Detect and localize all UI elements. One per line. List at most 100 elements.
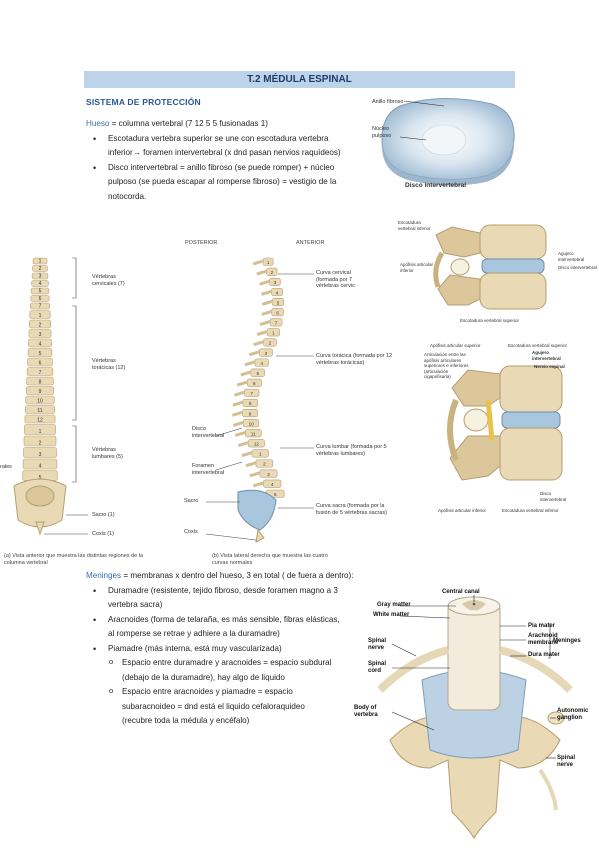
spinous-process xyxy=(256,330,268,337)
disc-label-anillo: Anillo fibroso xyxy=(372,99,404,105)
label-central-canal: Central canal xyxy=(442,589,480,595)
vertebra-number: 1 xyxy=(39,313,42,319)
meninges-lead: Meninges xyxy=(86,571,122,580)
side-vertebra-number: 10 xyxy=(249,421,255,426)
meninges-list: Duramadre (resistente, tejido fibroso, d… xyxy=(86,584,346,729)
front-vertebra xyxy=(23,447,57,458)
spinous-process xyxy=(232,420,244,427)
front-vertebra xyxy=(28,338,52,348)
list-item: Escotadura vertebra superior se une con … xyxy=(86,132,358,161)
side-label-sacro: Sacro xyxy=(184,498,199,504)
vertebra-number: 10 xyxy=(37,399,43,405)
caption-a: (a) Vista anterior que muestra las disti… xyxy=(4,553,143,566)
side-vertebra-number: 11 xyxy=(251,431,256,436)
vertebra-number: 11 xyxy=(37,408,42,414)
front-vertebra xyxy=(22,458,58,470)
side-vertebra-number: 6 xyxy=(276,310,279,315)
front-vertebra xyxy=(24,414,56,424)
spinous-process xyxy=(236,380,248,387)
vertebra-number: 1 xyxy=(39,429,42,435)
front-vertebra xyxy=(30,287,50,295)
side-vertebra-number: 2 xyxy=(263,462,266,467)
disc-label-nucleo: Núcleo pulposo xyxy=(372,126,392,139)
spinous-process xyxy=(252,259,264,266)
front-label-sacro: Sacro (1) xyxy=(92,512,115,518)
front-vertebra xyxy=(32,257,48,265)
sub-list-item: Espacio entre duramadre y aracnoides = e… xyxy=(108,655,334,685)
lateral-vertebrae-top-figure xyxy=(433,224,547,310)
list-item: Piamadre (más interna, está muy vascular… xyxy=(86,642,346,729)
front-label-lumbar: Vértebras lumbares (5) xyxy=(92,447,123,460)
front-label-toracic: Vértebras torácicas (12) xyxy=(92,358,126,371)
spinous-process xyxy=(261,289,272,296)
vertebra-number: 3 xyxy=(39,274,42,280)
label-dura-mater: Dura mater xyxy=(528,652,560,658)
label-arachnoid: Arachnoid membrane xyxy=(528,633,559,646)
side-vertebra-number: 2 xyxy=(271,270,274,275)
disc-figure xyxy=(381,98,515,186)
front-vertebra xyxy=(25,395,55,405)
vertebra-number: 3 xyxy=(39,332,42,338)
front-label-cut: rales xyxy=(0,464,12,470)
label-meninges: Meninges xyxy=(553,638,581,644)
front-vertebra xyxy=(30,295,50,302)
front-vertebra xyxy=(27,357,53,367)
bottom-fig-label-6: Apófisis articular inferior xyxy=(438,508,487,513)
front-label-cervical: Vértebras cervicales (7) xyxy=(92,274,125,287)
spinous-process xyxy=(253,340,264,347)
spinous-process xyxy=(241,451,253,458)
side-vertebra-number: 5 xyxy=(274,492,277,497)
side-vertebra-number: 8 xyxy=(249,401,252,406)
section-heading: SISTEMA DE PROTECCIÓN xyxy=(86,97,201,107)
top-fig-label-4: Escotadura vertebral superior xyxy=(460,318,520,323)
spinous-process xyxy=(261,309,273,316)
front-vertebra xyxy=(28,329,52,338)
vertebra-number: 3 xyxy=(39,452,42,458)
vertebra-number: 8 xyxy=(39,380,42,386)
vertebra-number: 5 xyxy=(39,289,42,295)
side-vertebra-number: 9 xyxy=(249,411,252,416)
vertebra-number: 6 xyxy=(39,296,42,302)
label-spinal-nerve: Spinal nerve xyxy=(368,638,387,651)
spinous-process xyxy=(237,441,249,448)
front-vertebra xyxy=(24,424,56,435)
side-vertebra-number: 3 xyxy=(274,280,277,285)
vertebra-number: 2 xyxy=(39,266,42,272)
front-vertebra xyxy=(23,435,57,447)
vertebra-number: 9 xyxy=(39,389,42,395)
side-label-disco: Disco intervertebral xyxy=(192,426,225,439)
vertebra-number: 7 xyxy=(39,304,42,310)
hueso-block: Hueso = columna vertebral (7 12 5 5 fusi… xyxy=(86,117,358,204)
side-label-lumbar: Curva lumbar (formada por 5 vértebras lu… xyxy=(316,444,387,457)
meninges-intro: Meninges = membranas x dentro del hueso,… xyxy=(86,569,431,584)
side-label-cervical: Curva cervical (formada por 7 vértebras … xyxy=(316,270,355,289)
hueso-intro: Hueso = columna vertebral (7 12 5 5 fusi… xyxy=(86,117,358,132)
front-vertebra xyxy=(26,376,54,386)
meninges-intro-text: = membranas x dentro del hueso, 3 en tot… xyxy=(121,571,354,580)
hueso-list: Escotadura vertebra superior se une con … xyxy=(86,132,358,205)
bottom-fig-label-7: Escotadura vertebral inferior xyxy=(502,508,559,513)
spinous-process xyxy=(259,320,271,326)
top-fig-label-3: Disco intervertebral xyxy=(558,265,597,270)
posterior-label: POSTERIOR xyxy=(185,240,218,246)
list-item: Aracnoides (forma de telaraña, es más se… xyxy=(86,613,346,642)
list-item-text: Piamadre (más interna, está muy vascular… xyxy=(108,643,282,653)
lateral-vertebrae-bottom-figure xyxy=(447,365,563,481)
meninges-sublist: Espacio entre duramadre y aracnoides = e… xyxy=(108,655,334,729)
front-vertebra xyxy=(25,405,55,414)
spinous-process xyxy=(259,279,271,286)
meninges-block: Meninges = membranas x dentro del hueso,… xyxy=(86,569,431,729)
spinous-process xyxy=(261,299,273,306)
vertebra-number: 4 xyxy=(39,342,42,348)
vertebra-number: 4 xyxy=(39,281,42,287)
side-vertebra-number: 3 xyxy=(265,351,268,356)
vertebra-number: 1 xyxy=(39,259,42,265)
sub-list-item: Espacio entre aracnoides y piamadre = es… xyxy=(108,684,334,729)
spinous-process xyxy=(256,269,268,276)
hueso-intro-text: = columna vertebral (7 12 5 5 fusionadas… xyxy=(109,119,269,128)
front-vertebra xyxy=(31,272,49,280)
page-title: T.2 MÉDULA ESPINAL xyxy=(84,71,515,88)
vertebra-number: 6 xyxy=(39,361,42,367)
list-item: Duramadre (resistente, tejido fibroso, d… xyxy=(86,584,346,613)
